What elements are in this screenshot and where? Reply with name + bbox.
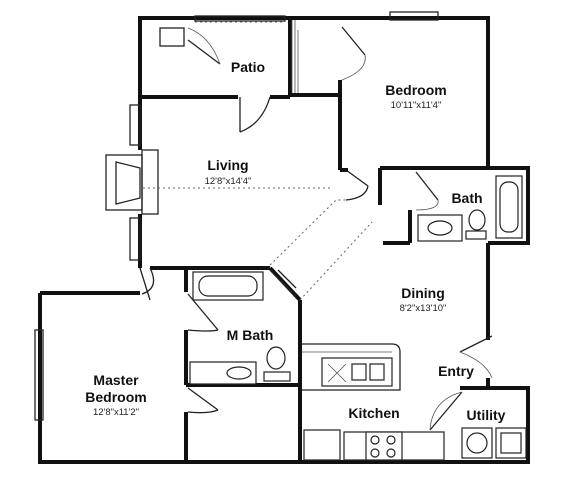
dining-dims: 8'2"x13'10" [400,303,447,314]
living-dims: 12'8"x14'4" [205,176,252,187]
kitchen-fixtures [302,343,527,461]
utility-label: Utility [467,407,506,423]
m-bath-fixtures [189,269,297,385]
fireplace-icon [105,104,159,261]
bedroom-dims: 10'11"x11'4" [391,100,442,111]
doors [139,26,493,431]
m-bath-label: M Bath [227,327,274,343]
walls [38,16,530,464]
kitchen-label: Kitchen [348,405,399,421]
master-bedroom-dims: 12'8"x11'2" [93,407,139,418]
room-labels: Patio Bedroom 10'11"x11'4" Living 12'8"x… [85,59,505,423]
bedroom-label: Bedroom [385,82,446,98]
patio-label: Patio [231,59,265,75]
windows [34,11,439,421]
entry-label: Entry [438,363,474,379]
dining-label: Dining [401,285,445,301]
bath-label: Bath [451,190,482,206]
master-bedroom-label-line2: Bedroom [85,389,146,405]
living-label: Living [207,157,248,173]
bath-fixtures [417,175,523,242]
master-bedroom-label-line1: Master [93,372,139,388]
dashed-lines [143,21,373,301]
